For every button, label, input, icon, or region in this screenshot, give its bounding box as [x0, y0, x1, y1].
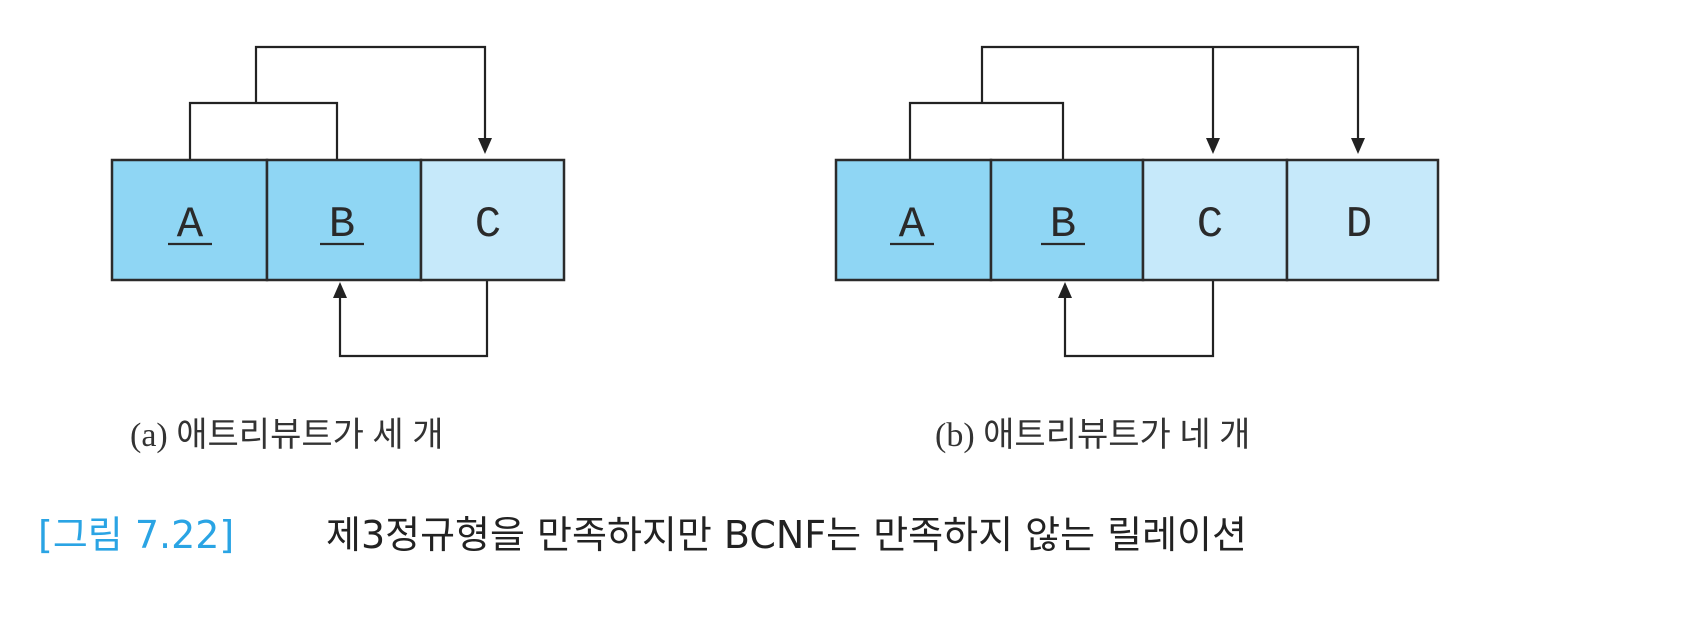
- arrow-head-b-to-d: [1351, 138, 1365, 154]
- dependency-a-c-to-b: [338, 280, 489, 358]
- attribute-label-b-A: A: [899, 200, 926, 250]
- attribute-cell-b-D: [1285, 158, 1440, 282]
- diagram-a: A B C (a) 애트리뷰트가 세 개: [110, 45, 566, 454]
- figure-title: 제3정규형을 만족하지만 BCNF는 만족하지 않는 릴레이션: [326, 513, 1247, 557]
- dependency-a-ab-to-c: [188, 45, 487, 160]
- attribute-label-b-D: D: [1346, 200, 1372, 250]
- figure-caption: [그림 7.22] 제3정규형을 만족하지만 BCNF는 만족하지 않는 릴레이…: [38, 513, 1247, 557]
- attribute-cell-b-A: [834, 158, 993, 282]
- attribute-label-a-C: C: [475, 200, 501, 250]
- attribute-label-a-A: A: [177, 200, 204, 250]
- attribute-cell-b-C: [1141, 158, 1289, 282]
- figure-label: [그림 7.22]: [38, 513, 234, 557]
- diagram-b: A B C D (b) 애트리뷰트가 네 개: [834, 45, 1440, 454]
- dependency-b-c-to-b: [1063, 280, 1215, 358]
- sub-caption-a: (a) 애트리뷰트가 세 개: [130, 417, 443, 454]
- arrow-head-b-to-c: [1206, 138, 1220, 154]
- attribute-label-a-B: B: [329, 200, 355, 250]
- attribute-cell-a-A: [110, 158, 269, 282]
- attribute-label-b-C: C: [1197, 200, 1223, 250]
- arrow-head-b-to-b: [1058, 282, 1072, 298]
- arrow-head-a-to-c: [478, 138, 492, 154]
- attribute-cell-a-B: [265, 158, 423, 282]
- attribute-label-b-B: B: [1050, 200, 1076, 250]
- arrow-head-a-to-b: [333, 282, 347, 298]
- attribute-cell-a-C: [419, 158, 566, 282]
- dependency-b-ab-to-cd: [908, 45, 1360, 160]
- sub-caption-b: (b) 애트리뷰트가 네 개: [935, 417, 1250, 454]
